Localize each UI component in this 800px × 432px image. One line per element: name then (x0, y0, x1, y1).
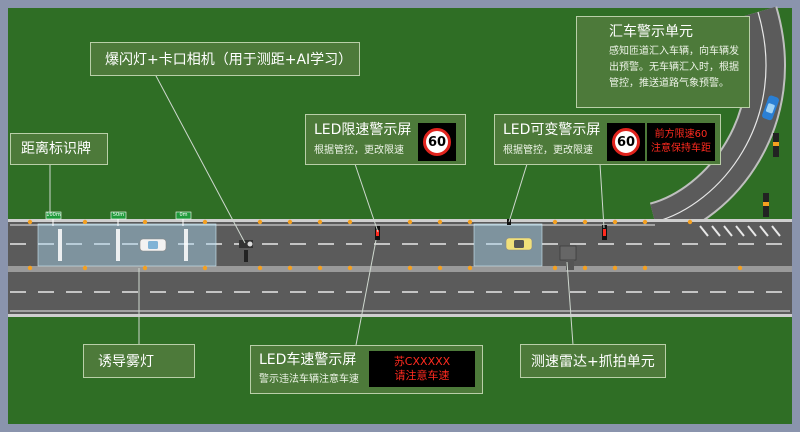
callout-merge-warning-line: 感知匝道汇入车辆，向车辆发 (609, 46, 739, 57)
callout-led-speed-limit-subtitle: 根据管控，更改限速 (314, 145, 404, 156)
plate-led-line2: 请注意车速 (394, 369, 450, 382)
distance-marker-100m: 100m (46, 212, 61, 218)
plate-led-board: 苏CXXXXX 请注意车速 (369, 351, 475, 387)
callout-merge-warning: 汇车警示单元 感知匝道汇入车辆，向车辆发 出预警。无车辆汇入时，根据 管控，推送… (576, 16, 750, 108)
distance-marker-0m: 0m (179, 212, 188, 218)
plate-led-line1: 苏CXXXXX (393, 355, 451, 368)
flash-camera-unit (239, 240, 253, 262)
variable-speed-sign: 60 (607, 123, 645, 161)
callout-merge-warning-line: 出预警。无车辆汇入时，根据 (609, 62, 739, 73)
radar-unit (559, 245, 577, 270)
callout-merge-warning-line: 管控，推送道路气象预警。 (609, 78, 729, 89)
car-white (139, 238, 167, 252)
callout-led-variable-subtitle: 根据管控，更改限速 (503, 145, 593, 156)
fog-zone-left (37, 223, 217, 267)
speed-limit-value: 60 (423, 128, 451, 156)
distance-marker-50m: 50m (112, 212, 125, 218)
pointer-lines (49, 73, 605, 356)
led-post-1-light (376, 230, 379, 236)
callout-flash-camera-title: 爆闪灯+卡口相机（用于测距+AI学习） (105, 52, 353, 68)
callout-led-vehicle-speed-subtitle: 警示违法车辆注意车速 (259, 374, 359, 385)
callout-radar: 测速雷达+抓拍单元 (520, 344, 666, 378)
fog-lights (27, 219, 743, 271)
callout-fog-light: 诱导雾灯 (83, 344, 195, 378)
speed-limit-sign: 60 (418, 123, 456, 161)
marker-poles (52, 219, 184, 226)
ramp-bollards (763, 133, 779, 217)
car-blue-ramp (762, 95, 779, 121)
car-yellow (505, 237, 533, 251)
callout-fog-light-title: 诱导雾灯 (98, 354, 154, 370)
callout-radar-title: 测速雷达+抓拍单元 (531, 354, 655, 370)
callout-distance-sign: 距离标识牌 (10, 133, 108, 165)
road-lower-edge (8, 314, 792, 317)
zone-stripes (58, 229, 188, 261)
median-barrier (8, 266, 792, 272)
road-lower-asphalt (8, 272, 792, 314)
road-upper-edge (8, 219, 792, 222)
merge-hatch (699, 225, 781, 237)
callout-distance-sign-title: 距离标识牌 (21, 141, 91, 157)
ramp-lane-line (654, 11, 767, 223)
led-post-3-light (603, 229, 606, 236)
variable-led-board: 前方限速60 注意保持车距 (647, 123, 715, 161)
callout-led-vehicle-speed-title: LED车速警示屏 (259, 352, 357, 368)
callout-merge-warning-title: 汇车警示单元 (609, 24, 693, 40)
callout-led-speed-limit-title: LED限速警示屏 (314, 122, 412, 138)
variable-speed-value: 60 (612, 128, 640, 156)
variable-led-line2: 注意保持车距 (651, 143, 711, 154)
variable-led-line1: 前方限速60 (654, 129, 708, 140)
callout-led-variable-title: LED可变警示屏 (503, 122, 601, 138)
callout-flash-camera: 爆闪灯+卡口相机（用于测距+AI学习） (90, 42, 360, 76)
